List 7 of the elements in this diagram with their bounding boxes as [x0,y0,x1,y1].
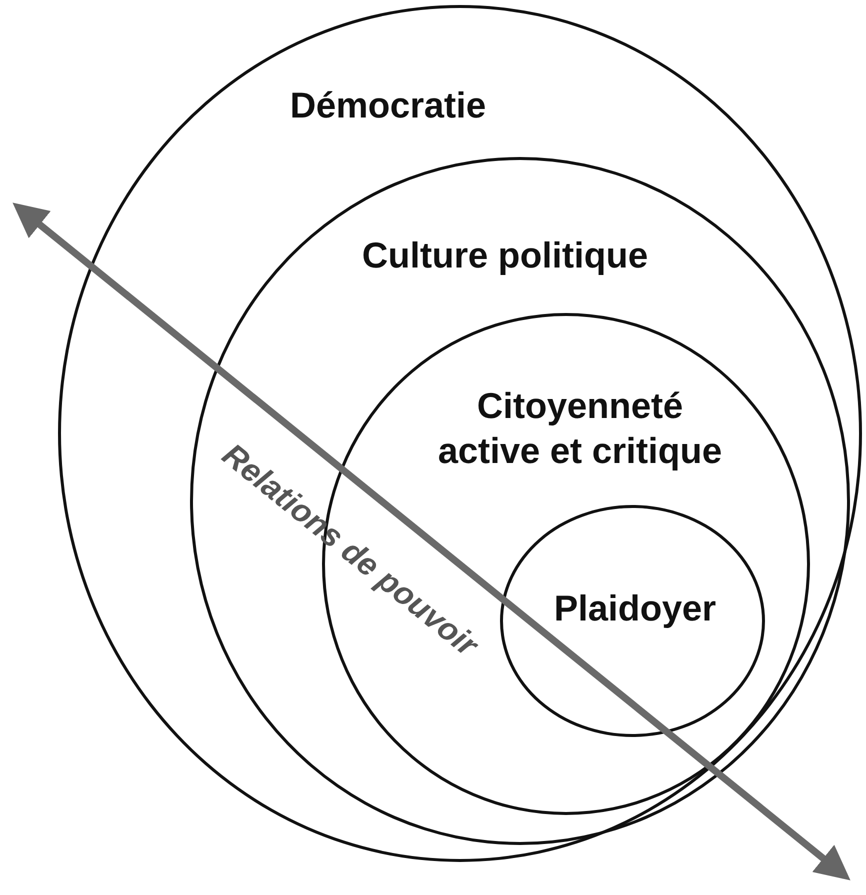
ellipse-label: Culture politique [361,234,649,278]
ellipse-label: Démocratie [288,84,488,128]
ellipse [58,5,862,862]
ellipse-label: Citoyenneté active et critique [436,384,724,473]
ellipse-label: Plaidoyer [552,586,718,630]
ellipse [190,157,850,845]
ellipse [500,505,765,737]
